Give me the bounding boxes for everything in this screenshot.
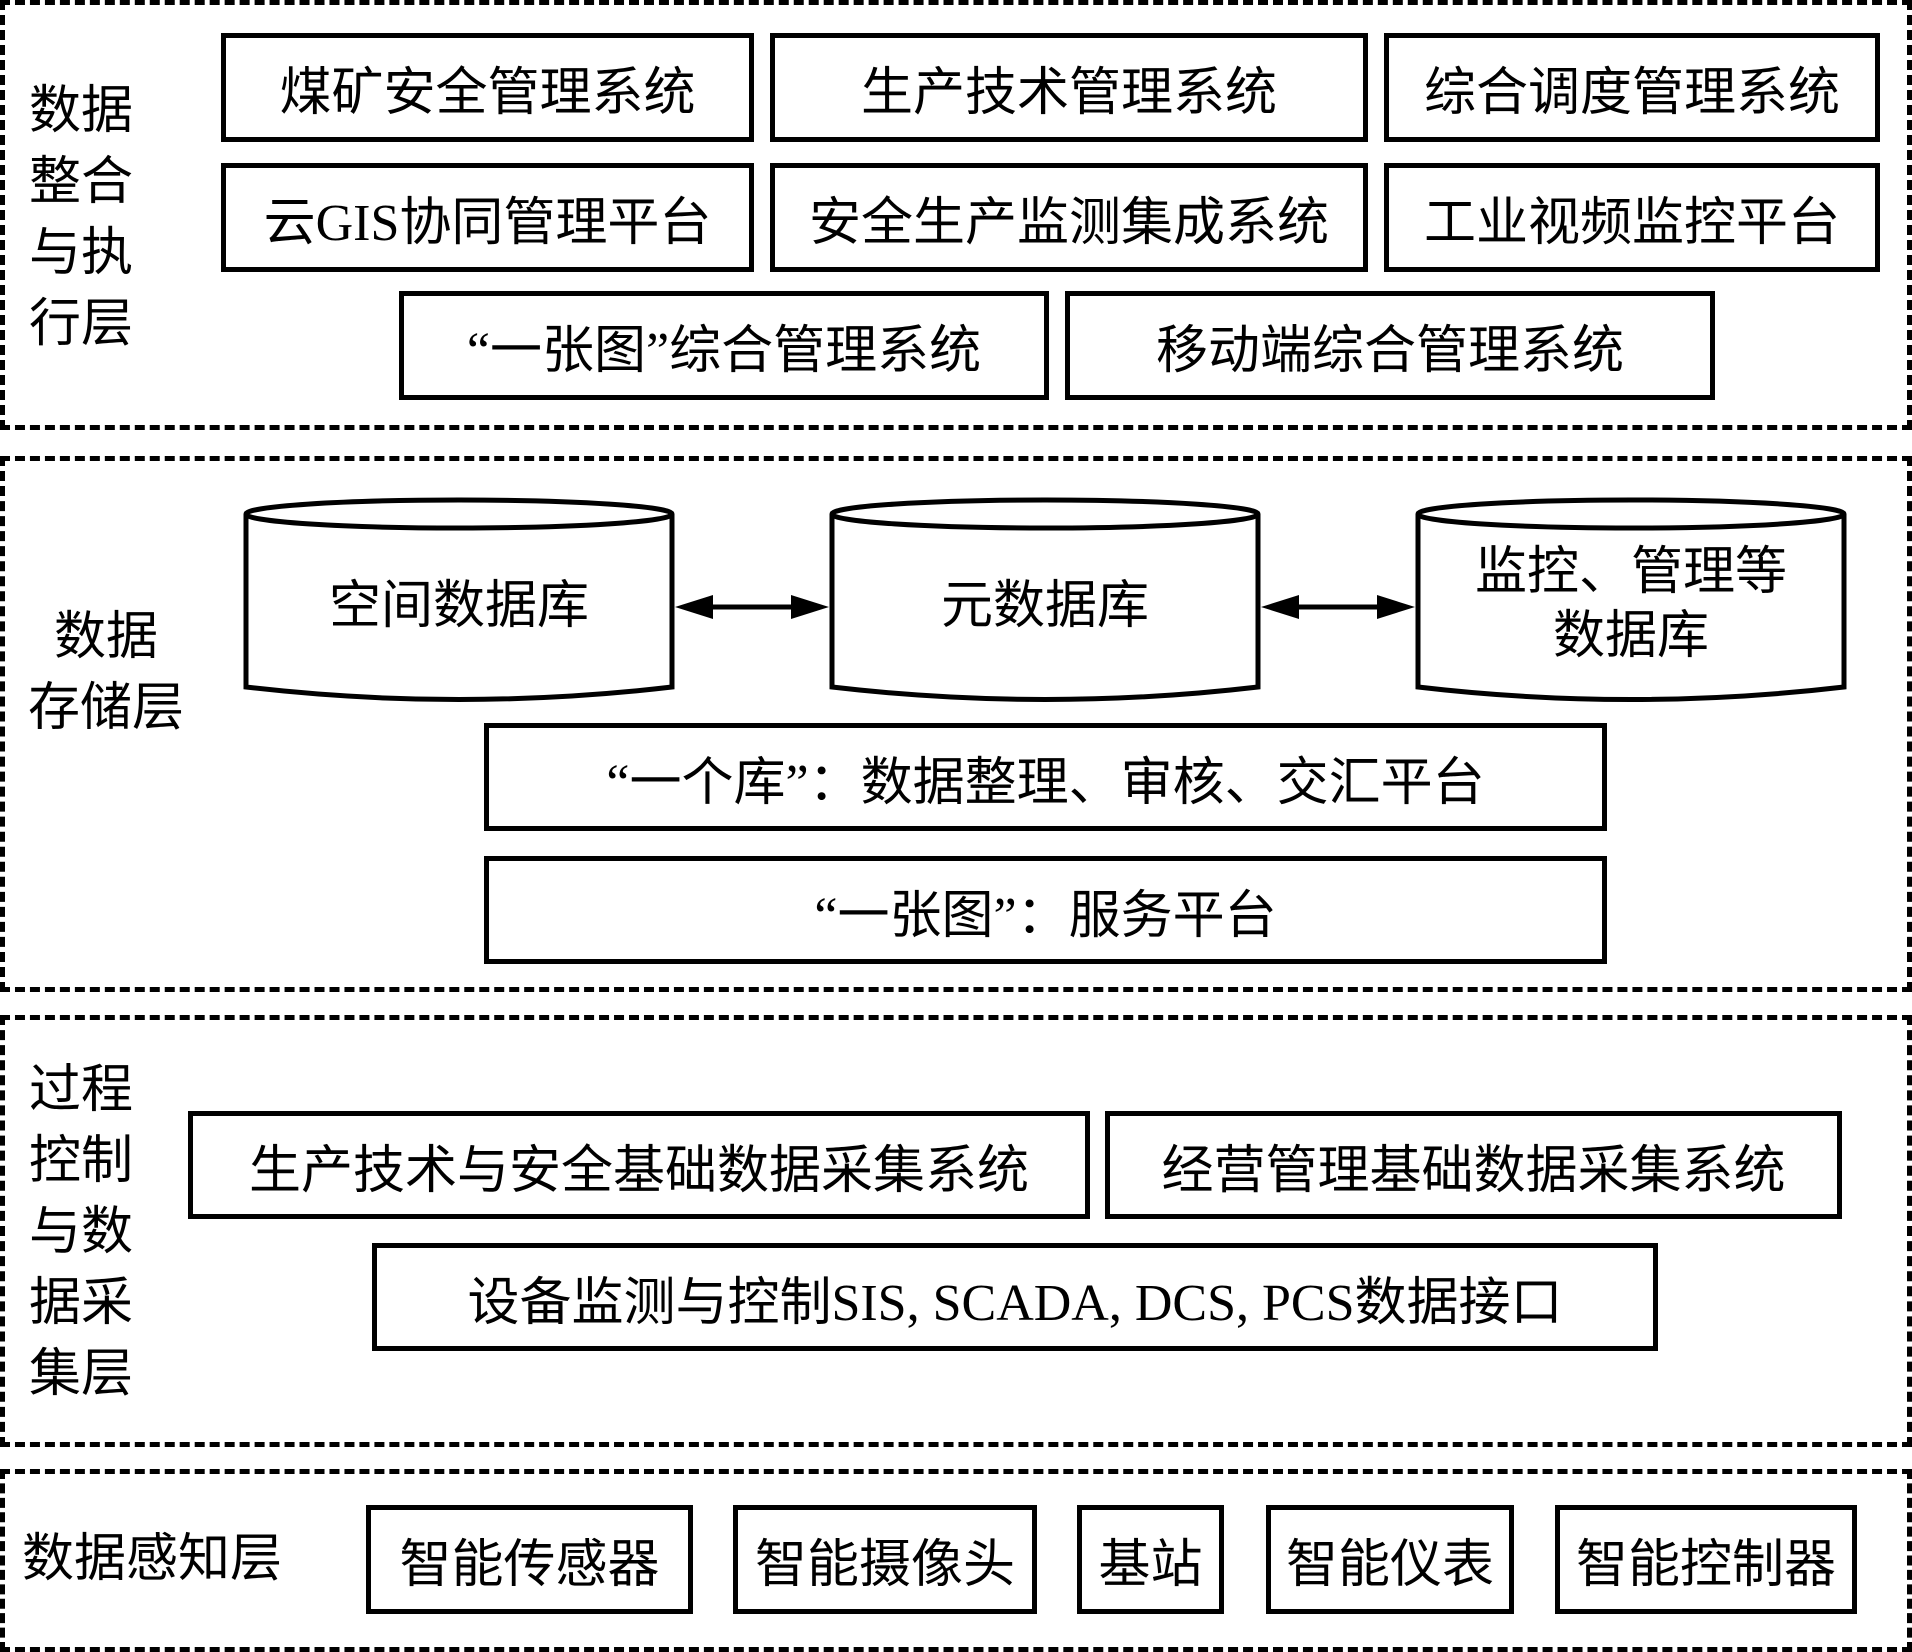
- industrial-video-platform: 工业视频监控平台: [1384, 163, 1880, 272]
- perception-layer-label: 数据感知层: [22, 1531, 283, 1588]
- database-cylinder-icon: [1415, 497, 1847, 702]
- integration-execution-layer: [0, 0, 1912, 430]
- storage-layer-label: 数据 存储层: [27, 609, 184, 737]
- equipment-control-data-interface: 设备监测与控制SIS, SCADA, DCS, PCS数据接口: [372, 1243, 1658, 1351]
- coal-mine-safety-system: 煤矿安全管理系统: [221, 33, 754, 142]
- one-map-service-platform: “一张图”：服务平台: [484, 856, 1607, 964]
- business-management-data-collection-system: 经营管理基础数据采集系统: [1105, 1111, 1842, 1219]
- process-control-acquisition-layer: [0, 1015, 1912, 1447]
- base-station: 基站: [1077, 1505, 1224, 1614]
- safety-monitoring-integration-system: 安全生产监测集成系统: [770, 163, 1368, 272]
- acquisition-layer-label: 过程 控制 与数 据采 集层: [28, 1062, 133, 1403]
- smart-sensor: 智能传感器: [366, 1505, 693, 1614]
- smart-meter: 智能仪表: [1266, 1505, 1514, 1614]
- bidirectional-arrow-icon: [1261, 595, 1415, 619]
- mobile-management-system: 移动端综合管理系统: [1065, 291, 1715, 400]
- metadata-database: 元数据库: [829, 497, 1261, 703]
- one-database-platform: “一个库”：数据整理、审核、交汇平台: [484, 723, 1607, 831]
- smart-controller: 智能控制器: [1555, 1505, 1857, 1614]
- dispatch-management-system: 综合调度管理系统: [1384, 33, 1880, 142]
- cloud-gis-platform: 云GIS协同管理平台: [221, 163, 754, 272]
- spatial-database: 空间数据库: [243, 497, 675, 703]
- data-perception-layer: [0, 1469, 1912, 1652]
- monitoring-management-database: 监控、管理等 数据库: [1415, 497, 1847, 703]
- monitoring-database-label: 监控、管理等 数据库: [1474, 544, 1787, 665]
- bidirectional-arrow-icon: [675, 595, 829, 619]
- production-tech-system: 生产技术管理系统: [770, 33, 1368, 142]
- database-cylinder-icon: [829, 497, 1261, 702]
- integration-layer-label: 数据 整合 与执 行层: [28, 83, 133, 353]
- production-safety-data-collection-system: 生产技术与安全基础数据采集系统: [188, 1111, 1090, 1219]
- smart-camera: 智能摄像头: [733, 1505, 1037, 1614]
- one-map-management-system: “一张图”综合管理系统: [399, 291, 1049, 400]
- spatial-database-label: 空间数据库: [328, 578, 589, 635]
- database-cylinder-icon: [243, 497, 675, 702]
- metadata-database-label: 元数据库: [940, 578, 1149, 635]
- data-storage-layer: [0, 456, 1912, 992]
